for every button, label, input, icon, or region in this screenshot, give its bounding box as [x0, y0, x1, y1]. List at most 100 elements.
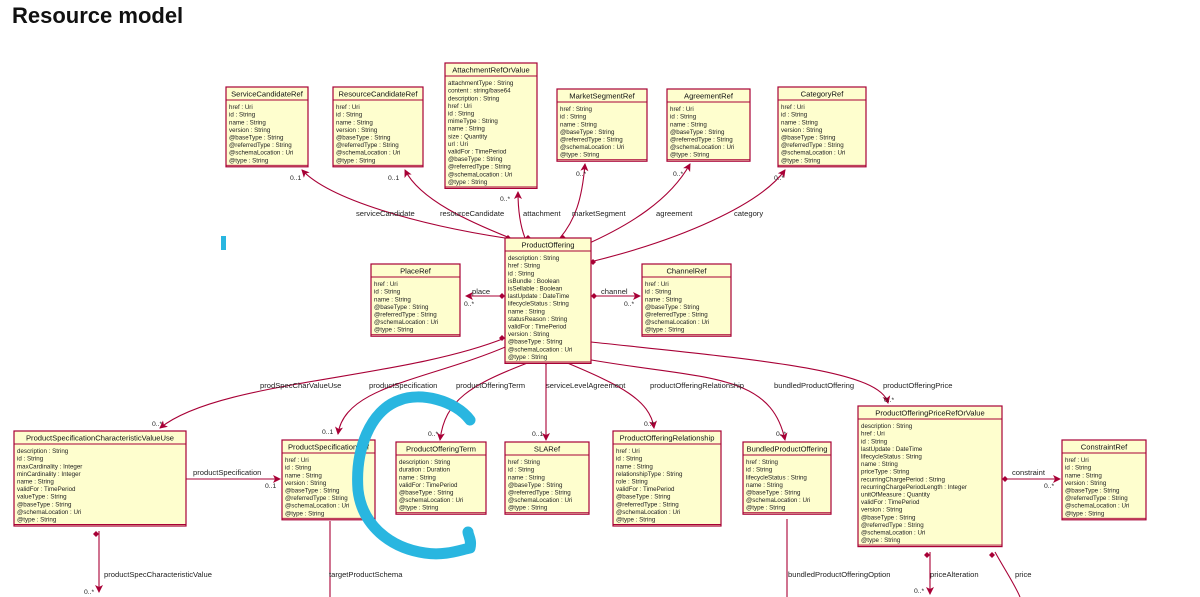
- class-attribute: @type : String: [781, 157, 821, 164]
- class-attribute: recurringChargePeriod : String: [861, 476, 945, 483]
- class-attribute: @referredType : String: [1065, 495, 1128, 502]
- class-attribute: href : Uri: [1065, 457, 1089, 464]
- class-attribute: @schemaLocation : Uri: [781, 150, 845, 157]
- multiplicity: 0..*: [644, 421, 655, 428]
- role-label: productSpecification: [369, 381, 437, 390]
- class-name: PlaceRef: [400, 267, 432, 276]
- multiplicity: 0..*: [84, 589, 95, 596]
- class-attribute: @schemaLocation : Uri: [448, 171, 512, 178]
- class-name: ProductSpecificationCharacteristicValueU…: [26, 434, 174, 443]
- class-attribute: href : String: [508, 459, 541, 466]
- class-attribute: @schemaLocation : Uri: [229, 150, 293, 157]
- multiplicity: 0..*: [914, 588, 925, 595]
- class-attribute: id : String: [670, 114, 697, 121]
- class-attribute: role : String: [616, 479, 648, 486]
- page-title: Resource model: [12, 3, 184, 28]
- role-label: productSpecification: [193, 468, 261, 477]
- class-box: [857, 405, 1003, 548]
- class-attribute: @referredType : String: [508, 490, 571, 497]
- class-attribute: name : String: [645, 296, 682, 303]
- role-label: prodSpecCharValueUse: [260, 381, 341, 390]
- multiplicity: 0..*: [464, 301, 475, 308]
- class-attribute: @baseType : String: [229, 135, 284, 142]
- class-name: ConstraintRef: [1081, 443, 1128, 452]
- class-box: [612, 430, 722, 527]
- class-attribute: id : String: [508, 467, 535, 474]
- class-attribute: priceType : String: [861, 469, 910, 476]
- class-attribute: @referredType : String: [645, 312, 708, 319]
- class-attribute: validFor : TimePeriod: [17, 486, 76, 493]
- annotation-circle: [352, 391, 477, 560]
- class-name: ProductOffering: [521, 241, 574, 250]
- role-label: targetProductSchema: [329, 570, 403, 579]
- class-attribute: @type : String: [746, 505, 786, 512]
- class-attribute: lastUpdate : DateTime: [861, 446, 923, 453]
- class-attribute: name : String: [285, 472, 322, 479]
- class-attribute: lifecycleStatus : String: [508, 301, 569, 308]
- class-attribute: isBundle : Boolean: [508, 278, 560, 285]
- class-attribute: href : String: [746, 459, 779, 466]
- class-attribute: @schemaLocation : Uri: [285, 503, 349, 510]
- class-attribute: href : Uri: [448, 103, 472, 110]
- class-attribute: @schemaLocation : Uri: [616, 509, 680, 516]
- class-attribute: name : String: [374, 296, 411, 303]
- role-label: bundledProductOfferingOption: [788, 570, 890, 579]
- role-label: serviceLevelAgreement: [546, 381, 626, 390]
- class-attribute: name : String: [560, 121, 597, 128]
- role-label: marketSegment: [572, 209, 626, 218]
- multiplicity: 0..*: [624, 301, 635, 308]
- class-attribute: name : String: [781, 119, 818, 126]
- class-attribute: href : Uri: [645, 281, 669, 288]
- class-name: ChannelRef: [666, 267, 707, 276]
- class-name: ProductOfferingRelationship: [620, 434, 715, 443]
- class-attribute: recurringChargePeriodLength : Integer: [861, 484, 967, 491]
- class-attribute: @referredType : String: [374, 312, 437, 319]
- class-box: [13, 430, 187, 527]
- class-attribute: url : Uri: [448, 141, 468, 148]
- class-box: [556, 88, 648, 162]
- class-attribute: @schemaLocation : Uri: [399, 497, 463, 504]
- class-attribute: id : String: [336, 112, 363, 119]
- class-attribute: @type : String: [670, 152, 710, 159]
- class-attribute: @referredType : String: [229, 142, 292, 149]
- class-attribute: version : String: [508, 331, 550, 338]
- multiplicity: 0..*: [428, 431, 439, 438]
- class-attribute: id : String: [448, 111, 475, 118]
- class-attribute: description : String: [399, 459, 451, 466]
- multiplicity: 0..*: [152, 421, 163, 428]
- class-attribute: @type : String: [508, 354, 548, 361]
- class-box: [504, 441, 590, 515]
- class-name: MarketSegmentRef: [569, 92, 635, 101]
- edge-prod-spec-char-value-use: [159, 337, 506, 429]
- role-label: price: [1015, 570, 1031, 579]
- multiplicity-labels: 0..1 0..1 0..* 0..* 0..* 0..* 0..* 0..* …: [84, 171, 1055, 596]
- class-attribute: @type : String: [374, 327, 414, 334]
- class-attribute: @baseType : String: [616, 494, 671, 501]
- class-attribute: content : string/base64: [448, 88, 511, 95]
- class-attribute: duration : Duration: [399, 467, 450, 474]
- class-attribute: id : String: [1065, 465, 1092, 472]
- multiplicity: 0..*: [1044, 483, 1055, 490]
- class-attribute: @type : String: [645, 327, 685, 334]
- class-attribute: @type : String: [17, 517, 57, 524]
- class-attribute: id : String: [560, 114, 587, 121]
- class-attribute: relationshipType : String: [616, 471, 683, 478]
- class-name: CategoryRef: [801, 90, 845, 99]
- class-name: ProductOfferingPriceRefOrValue: [875, 409, 984, 418]
- class-attribute: @baseType : String: [374, 304, 429, 311]
- role-label: productOfferingPrice: [883, 381, 953, 390]
- class-attribute: description : String: [508, 255, 560, 262]
- role-label: serviceCandidate: [356, 209, 415, 218]
- class-attribute: @baseType : String: [285, 488, 340, 495]
- class-attribute: @referredType : String: [861, 522, 924, 529]
- role-label: category: [734, 209, 763, 218]
- class-attribute: @baseType : String: [17, 501, 72, 508]
- edge-service-candidate: [301, 169, 506, 239]
- class-attribute: statusReason : String: [508, 316, 568, 323]
- class-attribute: href : Uri: [616, 448, 640, 455]
- class-attribute: @referredType : String: [616, 501, 679, 508]
- class-attribute: validFor : TimePeriod: [508, 324, 567, 331]
